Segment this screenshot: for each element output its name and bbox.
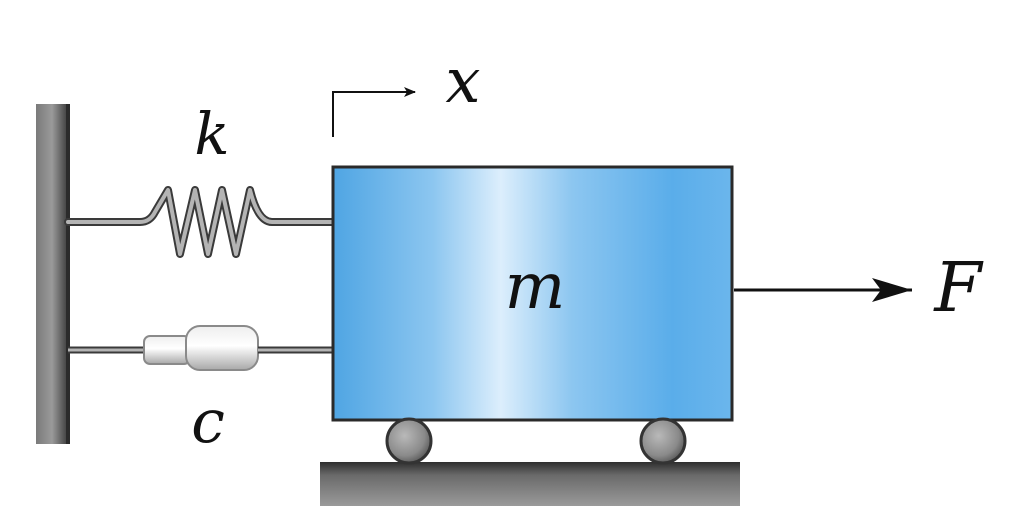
fixed-wall [36, 104, 68, 444]
spring [64, 186, 336, 258]
ground [320, 462, 740, 506]
displacement-label: x [446, 44, 481, 117]
damping-coefficient-label: c [191, 387, 225, 457]
force-label: F [932, 249, 984, 328]
displacement-arrow [332, 87, 416, 137]
right-wheel [639, 417, 687, 465]
mass-label: m [505, 250, 566, 324]
damper [68, 325, 332, 371]
left-wheel [385, 417, 433, 465]
spring-constant-label: k [194, 100, 229, 168]
mass-block [331, 165, 734, 422]
